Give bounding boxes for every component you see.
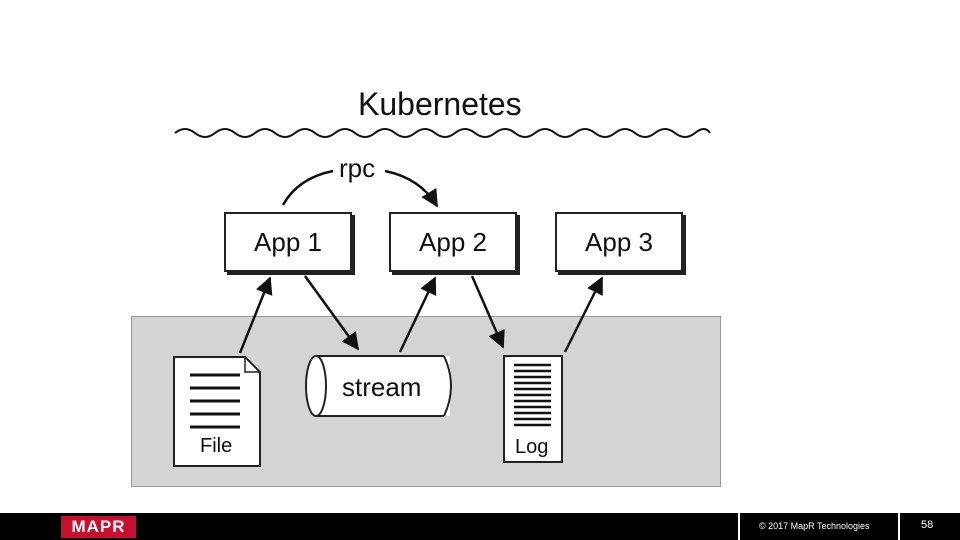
stream-cylinder xyxy=(305,355,452,417)
arrow-file-to-app1 xyxy=(238,276,273,354)
arrow-stream-to-app2 xyxy=(398,276,437,353)
wave-line xyxy=(174,128,711,138)
app-2-box: App 2 xyxy=(389,212,517,272)
footer-separator xyxy=(738,513,740,540)
arrow-app1-to-stream xyxy=(303,275,360,351)
app-3-box: App 3 xyxy=(555,212,683,272)
arrow-log-to-app3 xyxy=(563,276,604,353)
arrow-app2-to-log xyxy=(470,275,505,349)
rpc-arrow-right xyxy=(384,169,439,208)
copyright-text: © 2017 MapR Technologies xyxy=(759,521,870,531)
rpc-arrow-left xyxy=(281,169,334,206)
footer-bar xyxy=(0,513,960,540)
file-label: File xyxy=(200,435,233,457)
log-document xyxy=(503,355,563,463)
stream-label: stream xyxy=(342,372,422,402)
page-number: 58 xyxy=(921,519,934,531)
file-document xyxy=(173,356,261,467)
mapr-logo: MAPR xyxy=(61,516,136,538)
app-1-box: App 1 xyxy=(224,212,352,272)
log-label: Log xyxy=(515,436,549,458)
footer-separator xyxy=(898,513,900,540)
rpc-label: rpc xyxy=(339,153,376,183)
diagram-title: Kubernetes xyxy=(358,86,522,122)
